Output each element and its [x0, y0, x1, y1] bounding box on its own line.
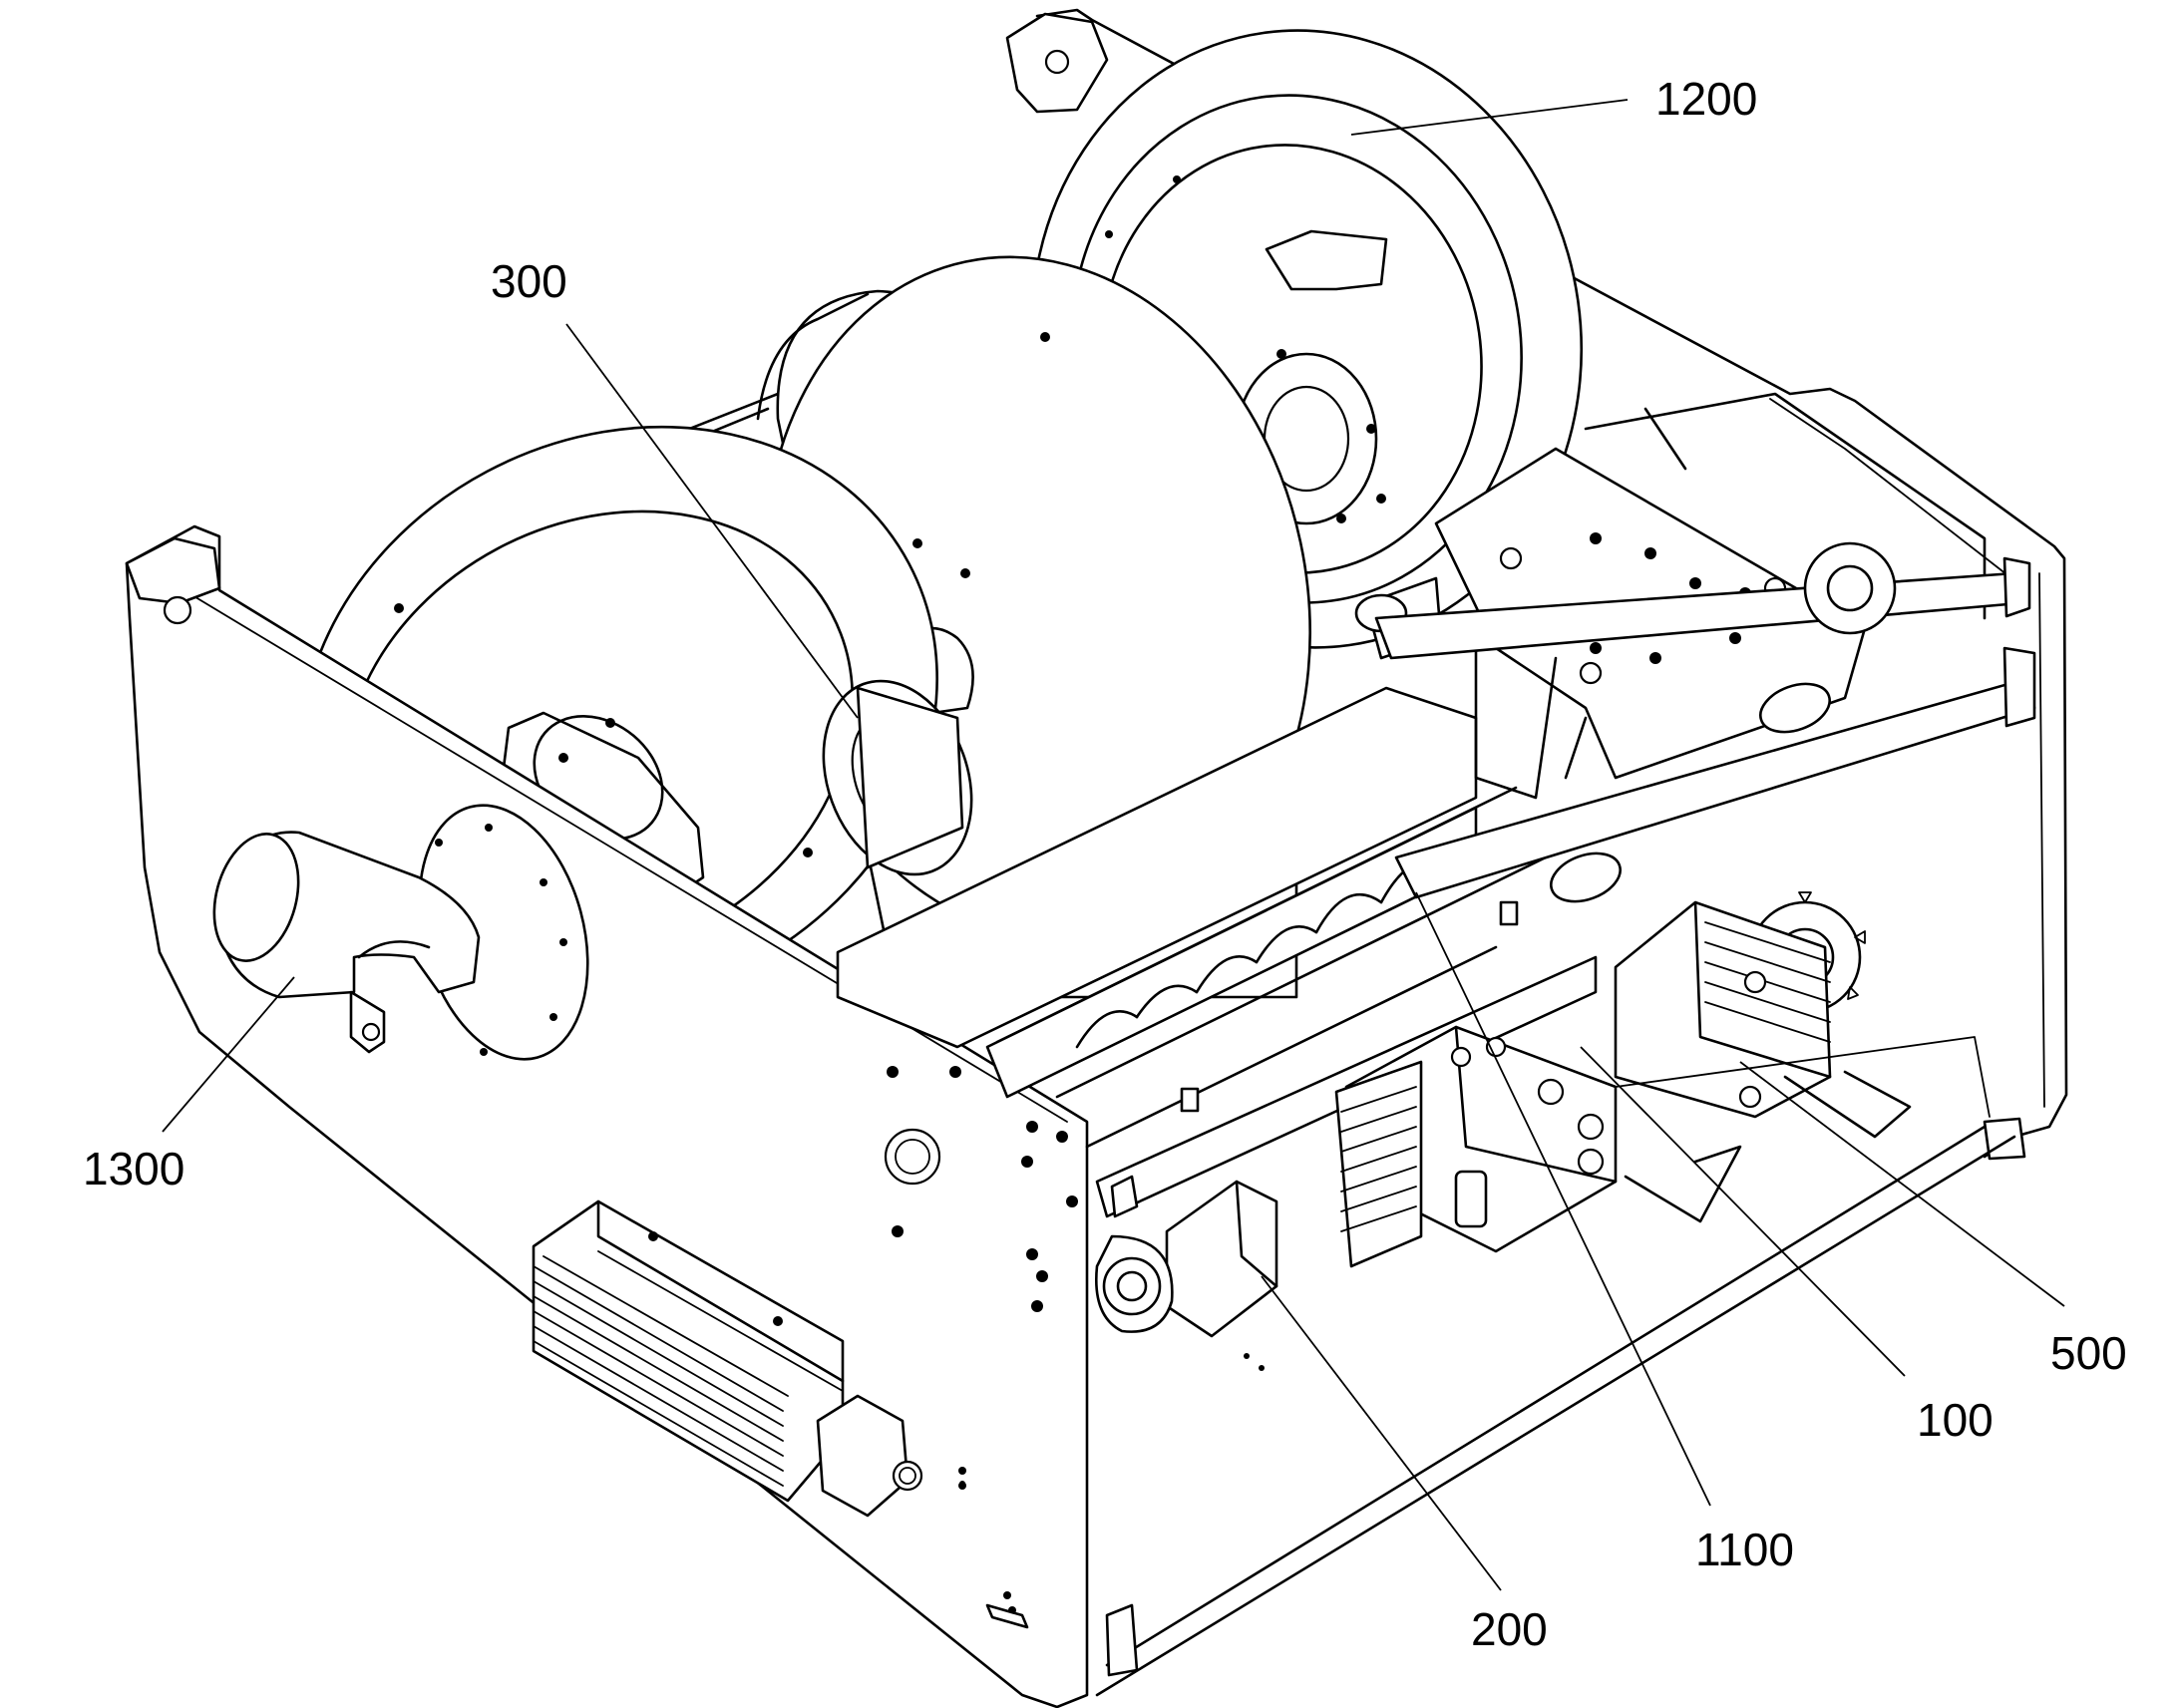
- label-1100: 1100: [1695, 1524, 1794, 1575]
- leader-200: [1261, 1275, 1502, 1591]
- leader-500: [1739, 1061, 2065, 1307]
- rear-frame: [1005, 8, 2068, 1159]
- label-1200: 1200: [1655, 73, 1757, 125]
- label-200: 200: [1471, 1603, 1548, 1655]
- leader-100: [1580, 1046, 1906, 1377]
- control-box: [532, 1199, 965, 1518]
- leader-1100: [1415, 891, 1711, 1507]
- hose-inlet: [212, 804, 589, 1061]
- label-300: 300: [491, 255, 567, 307]
- levelwind-screw: [836, 686, 1558, 1149]
- leader-300: [565, 323, 859, 719]
- label-1300: 1300: [83, 1143, 184, 1195]
- leader-1300: [162, 976, 295, 1133]
- label-100: 100: [1917, 1394, 1994, 1446]
- label-500: 500: [2050, 1327, 2127, 1379]
- motor-controller: [1334, 1025, 1742, 1268]
- gearbox: [1095, 1180, 1278, 1371]
- leader-1200: [1350, 99, 1629, 136]
- leader-lines: [162, 99, 2065, 1591]
- base-frame: [1095, 1036, 2016, 1697]
- reference-labels: 1200 300 1300 500 100 1100 200: [83, 73, 2127, 1655]
- drive-motor: [1614, 900, 2026, 1161]
